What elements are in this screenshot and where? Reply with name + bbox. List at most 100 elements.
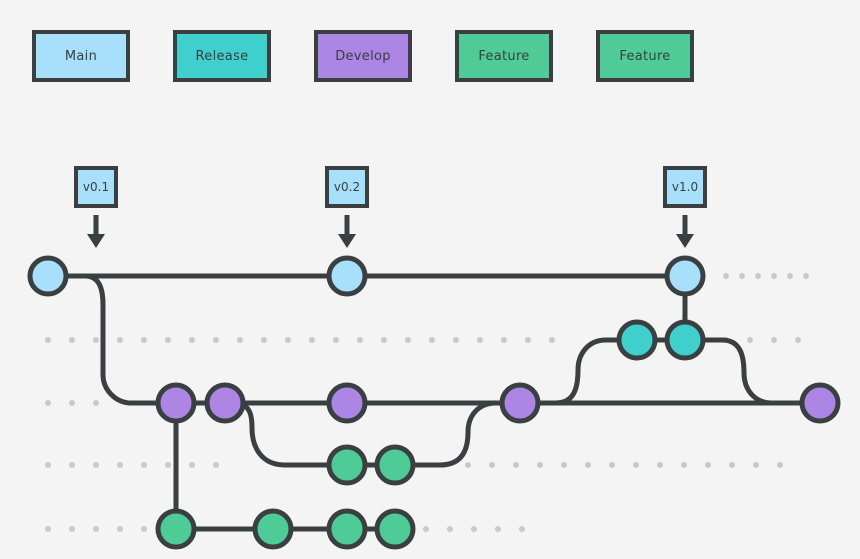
- guide-release-left-b-dot: [165, 337, 171, 343]
- guide-develop-left-dot: [93, 400, 99, 406]
- commit-node-feat1-2[interactable]: [374, 444, 416, 486]
- legend-item-feature-3[interactable]: Feature: [455, 30, 553, 82]
- guide-feature1-right-dot: [777, 462, 783, 468]
- commit-node-dev-4[interactable]: [499, 382, 541, 424]
- legend-item-main-0[interactable]: Main: [32, 30, 130, 82]
- legend-item-label: Main: [64, 48, 98, 64]
- guide-feature1-left-dot: [213, 462, 219, 468]
- guide-feature2-left-dot: [93, 526, 99, 532]
- version-tag-arrow-head-v0.2: [338, 234, 356, 248]
- guide-feature1-right-dot: [729, 462, 735, 468]
- guide-develop-left-dot: [69, 400, 75, 406]
- guide-release-left-b-dot: [453, 337, 459, 343]
- version-tag-v0.1[interactable]: v0.1: [74, 166, 118, 208]
- commit-node-dev-3[interactable]: [326, 382, 368, 424]
- legend-item-release-1[interactable]: Release: [173, 30, 271, 82]
- guide-feature2-right-dot: [447, 526, 453, 532]
- guide-main-right-dot: [723, 273, 729, 279]
- guide-feature1-right-dot: [753, 462, 759, 468]
- guide-feature1-right-dot: [489, 462, 495, 468]
- tag-arrow-layer: [87, 215, 694, 248]
- guide-feature1-left-dot: [45, 462, 51, 468]
- guide-feature2-left-dot: [141, 526, 147, 532]
- guide-main-right-dot: [755, 273, 761, 279]
- node-layer: [27, 255, 841, 550]
- guide-feature2-right-dot: [471, 526, 477, 532]
- guide-release-left-a-dot: [69, 337, 75, 343]
- commit-node-rel-2[interactable]: [664, 319, 706, 361]
- guide-feature1-right-dot: [561, 462, 567, 468]
- guide-feature1-right-dot: [465, 462, 471, 468]
- legend-item-label: Feature: [478, 48, 530, 64]
- guide-feature2-left-dot: [117, 526, 123, 532]
- legend-item-develop-2[interactable]: Develop: [314, 30, 412, 82]
- guide-release-left-b-dot: [285, 337, 291, 343]
- guide-feature2-right-dot: [423, 526, 429, 532]
- guide-feature2-left-dot: [45, 526, 51, 532]
- guide-feature2-right-dot: [495, 526, 501, 532]
- version-tag-arrow-head-v0.1: [87, 234, 105, 248]
- guide-release-left-b-dot: [309, 337, 315, 343]
- commit-node-main-1[interactable]: [27, 255, 69, 297]
- version-tag-v1.0[interactable]: v1.0: [663, 166, 707, 208]
- edge-develop-to-release: [538, 337, 637, 406]
- guide-release-left-b-dot: [189, 337, 195, 343]
- guide-feature1-left-dot: [189, 462, 195, 468]
- guide-main-right-dot: [803, 273, 809, 279]
- guide-main-right-dot: [787, 273, 793, 279]
- commit-node-dev-2[interactable]: [204, 382, 246, 424]
- commit-node-main-3[interactable]: [664, 255, 706, 297]
- commit-node-rel-1[interactable]: [616, 319, 658, 361]
- guide-feature1-left-dot: [69, 462, 75, 468]
- edge-main-to-develop-fork: [66, 273, 176, 406]
- guide-release-left-b-dot: [477, 337, 483, 343]
- guide-release-left-b-dot: [405, 337, 411, 343]
- commit-node-feat2-4[interactable]: [374, 508, 416, 550]
- guide-main-right-dot: [771, 273, 777, 279]
- legend-item-label: Release: [195, 48, 249, 64]
- guide-develop-left-dot: [45, 400, 51, 406]
- guide-release-left-b-dot: [525, 337, 531, 343]
- guide-feature2-right-dot: [519, 526, 525, 532]
- guide-feature1-left-dot: [141, 462, 147, 468]
- guide-release-left-b-dot: [381, 337, 387, 343]
- commit-node-feat2-2[interactable]: [252, 508, 294, 550]
- version-tag-label: v0.2: [333, 180, 361, 194]
- version-tag-v0.2[interactable]: v0.2: [325, 166, 369, 208]
- guide-release-left-a-dot: [93, 337, 99, 343]
- guide-feature1-left-dot: [93, 462, 99, 468]
- guide-main-right-dot: [739, 273, 745, 279]
- commit-node-dev-1[interactable]: [155, 382, 197, 424]
- guide-feature1-right-dot: [633, 462, 639, 468]
- guide-release-right-dot: [795, 337, 801, 343]
- commit-node-main-2[interactable]: [326, 255, 368, 297]
- guide-feature1-left-dot: [165, 462, 171, 468]
- legend-item-feature-4[interactable]: Feature: [596, 30, 694, 82]
- guide-release-right-dot: [771, 337, 777, 343]
- branch-legend: Main Release Develop Feature Feature: [0, 0, 860, 120]
- commit-node-feat2-3[interactable]: [326, 508, 368, 550]
- guide-feature1-right-dot: [513, 462, 519, 468]
- commit-node-dev-5[interactable]: [799, 382, 841, 424]
- commit-node-feat1-1[interactable]: [326, 444, 368, 486]
- guide-feature1-right-dot: [537, 462, 543, 468]
- guide-release-left-b-dot: [357, 337, 363, 343]
- guide-feature1-left-dot: [117, 462, 123, 468]
- commit-node-feat2-1[interactable]: [155, 508, 197, 550]
- guide-release-left-b-dot: [213, 337, 219, 343]
- guide-feature1-right-dot: [609, 462, 615, 468]
- guide-release-left-b-dot: [117, 337, 123, 343]
- legend-item-label: Develop: [335, 48, 391, 64]
- guide-release-left-b-dot: [333, 337, 339, 343]
- guide-feature1-right-dot: [585, 462, 591, 468]
- guide-release-left-a-dot: [45, 337, 51, 343]
- guide-feature2-left-dot: [69, 526, 75, 532]
- guide-feature1-right-dot: [705, 462, 711, 468]
- edge-feature1-to-develop: [395, 400, 520, 468]
- guide-feature1-right-dot: [681, 462, 687, 468]
- guide-feature1-right-dot: [657, 462, 663, 468]
- guide-release-left-b-dot: [261, 337, 267, 343]
- guide-release-left-b-dot: [549, 337, 555, 343]
